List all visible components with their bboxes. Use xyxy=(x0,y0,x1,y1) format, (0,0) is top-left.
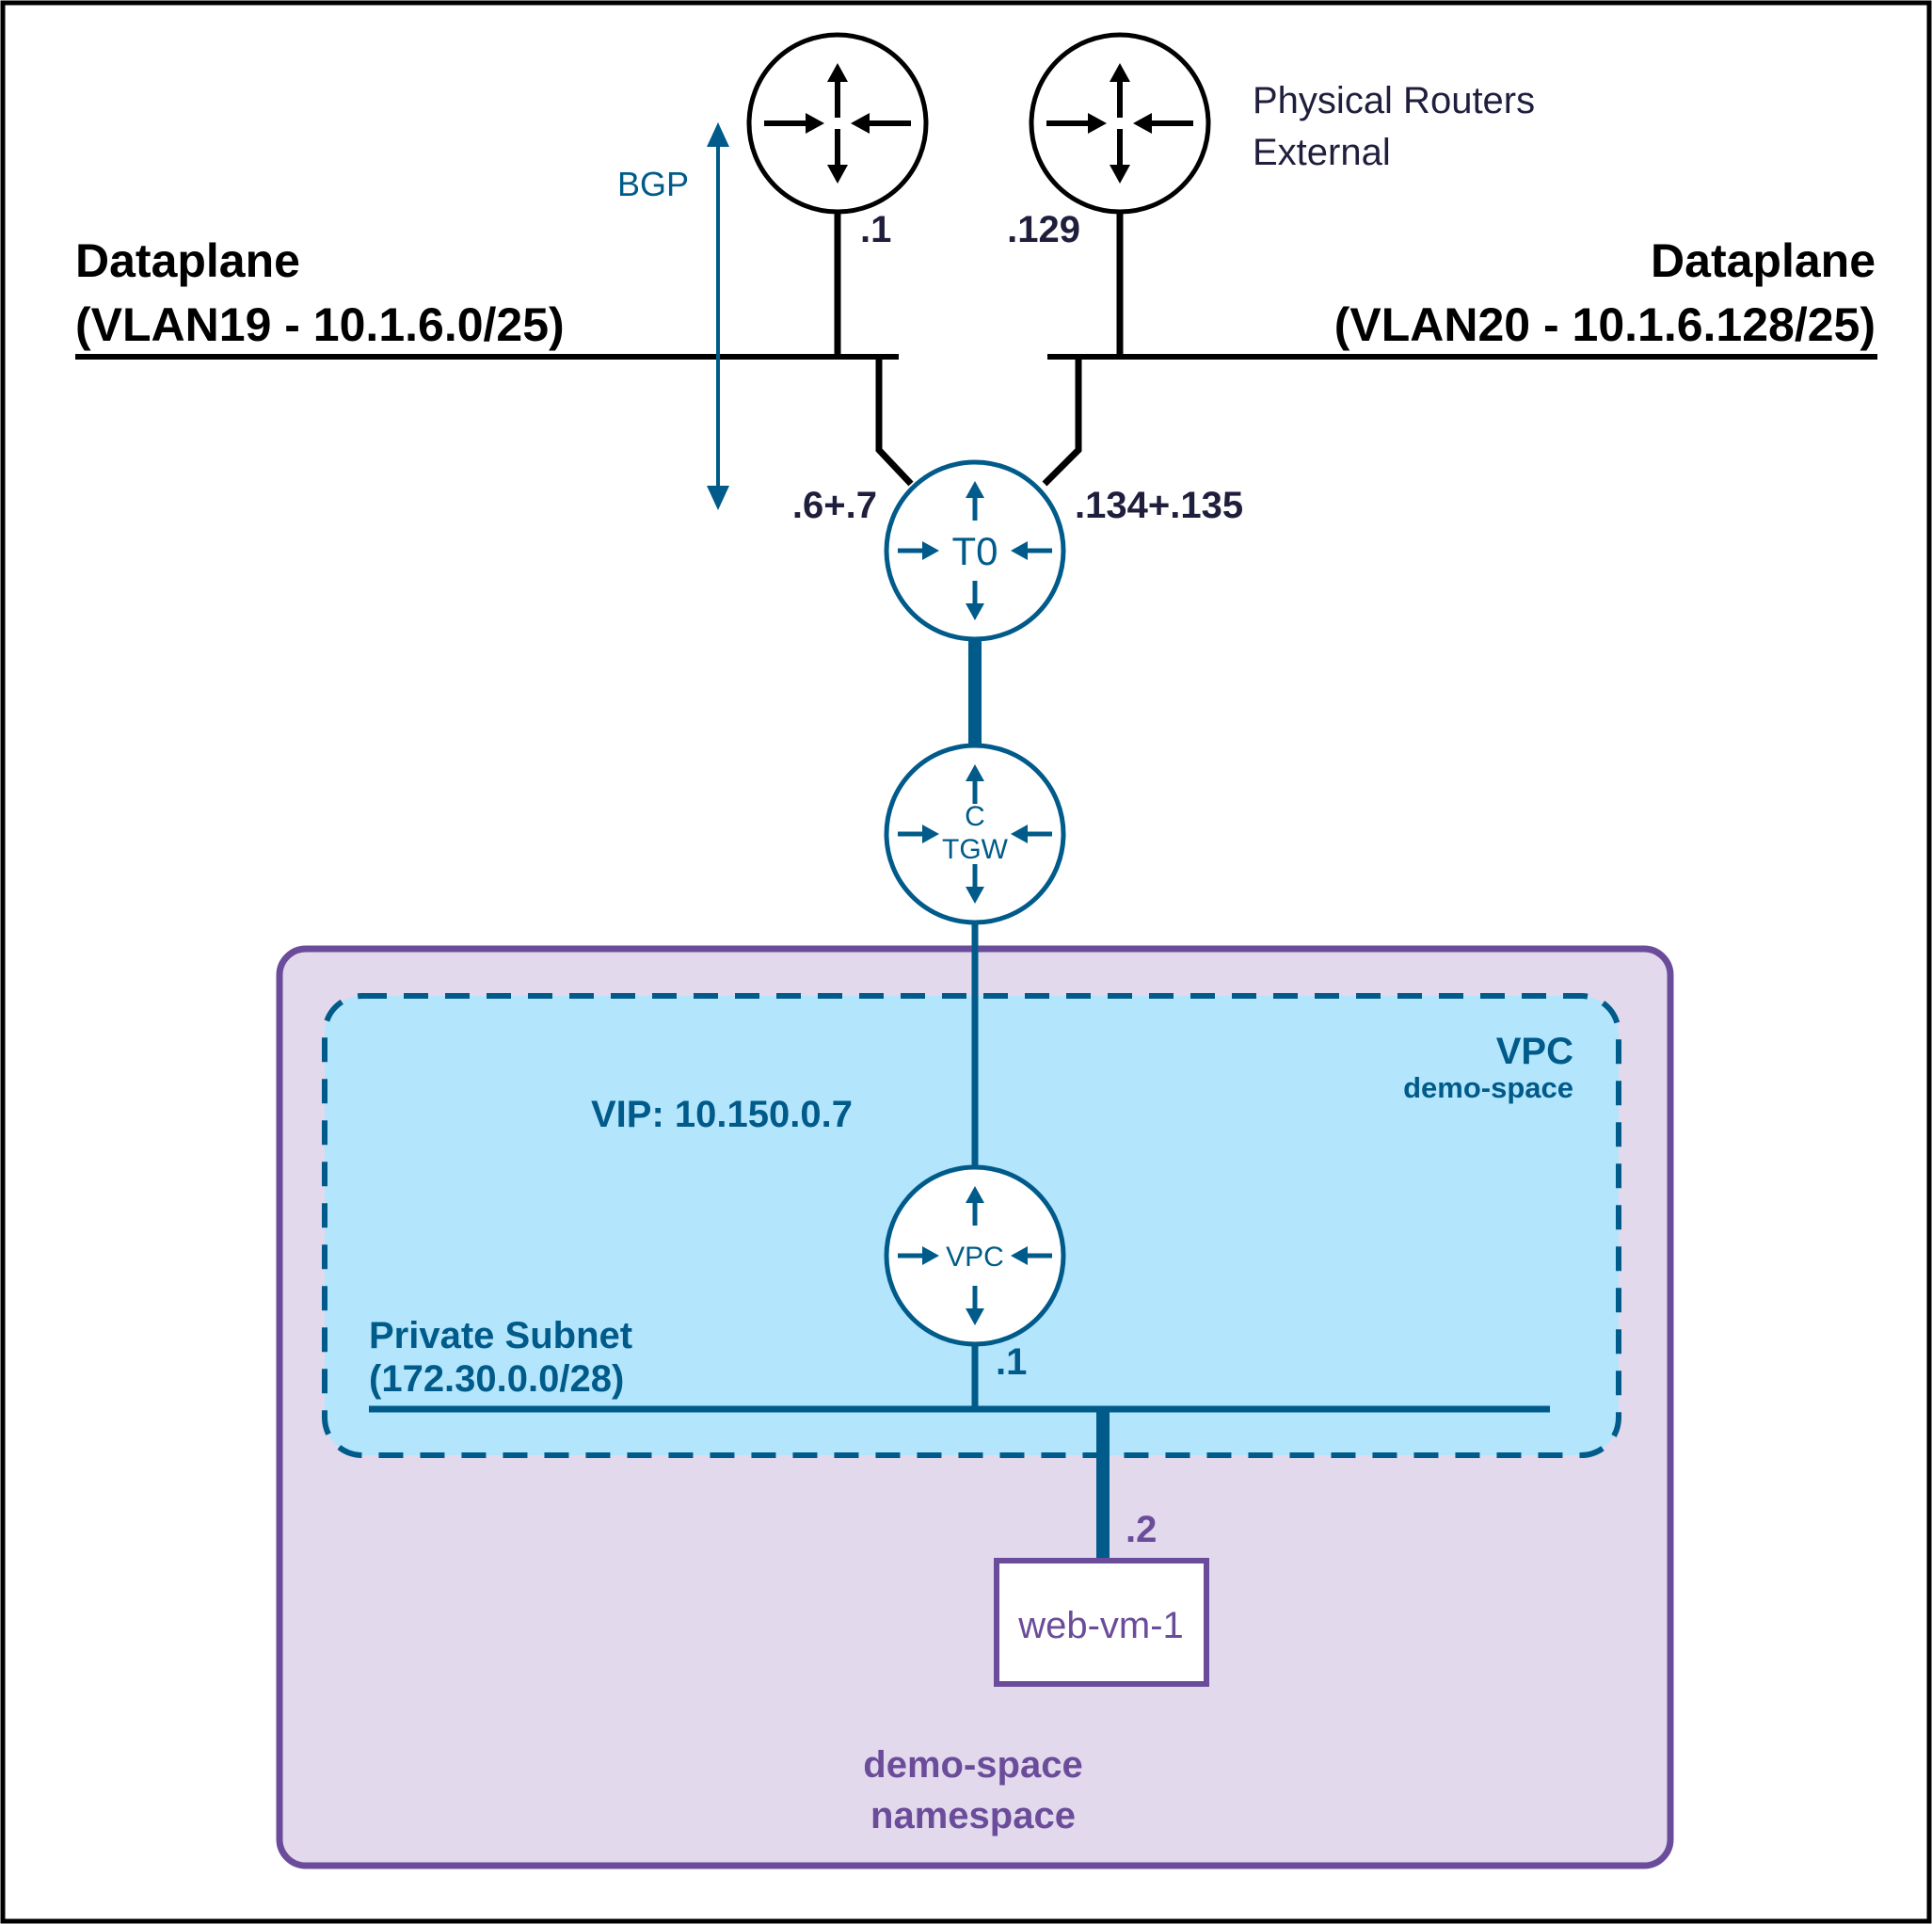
physical-router-1[interactable] xyxy=(746,32,929,215)
external-routers-label-line1: Physical Routers xyxy=(1253,80,1535,121)
router2-ip: .129 xyxy=(1007,209,1080,250)
vm-name: web-vm-1 xyxy=(1017,1605,1184,1646)
dataplane-right-title: Dataplane xyxy=(1651,234,1876,287)
vpc-title: VPC xyxy=(1496,1031,1573,1072)
vpc-router[interactable]: VPC xyxy=(884,1164,1066,1347)
vm-ip: .2 xyxy=(1126,1509,1157,1550)
t0-left-uplink xyxy=(875,357,914,487)
t0-right-ip: .134+.135 xyxy=(1075,485,1243,526)
bgp-label: BGP xyxy=(617,165,689,203)
t0-router[interactable]: T0 xyxy=(884,459,1066,642)
router1-ip: .1 xyxy=(860,209,891,250)
private-subnet-cidr: (172.30.0.0/28) xyxy=(369,1358,624,1400)
vm-web-vm-1[interactable]: web-vm-1 xyxy=(994,1558,1209,1687)
t0-right-uplink xyxy=(1042,357,1082,487)
vip-label: VIP: 10.150.0.7 xyxy=(591,1094,853,1135)
ctgw-label-line2: TGW xyxy=(942,834,1009,865)
dataplane-left-subnet: (VLAN19 - 10.1.6.0/25) xyxy=(75,298,565,351)
physical-router-2[interactable] xyxy=(1029,32,1211,215)
ctgw-label-line1: C xyxy=(965,801,985,832)
vpc-subtitle: demo-space xyxy=(1403,1071,1573,1104)
ctgw-router[interactable]: C TGW xyxy=(884,743,1066,925)
t0-left-ip: .6+.7 xyxy=(792,485,877,526)
subnet-gateway-ip: .1 xyxy=(996,1341,1027,1383)
private-subnet-title: Private Subnet xyxy=(369,1315,632,1356)
dataplane-right-subnet: (VLAN20 - 10.1.6.128/25) xyxy=(1334,298,1876,351)
t0-router-label: T0 xyxy=(951,529,998,573)
namespace-label-line1: demo-space xyxy=(863,1744,1082,1786)
vpc-router-label: VPC xyxy=(946,1242,1004,1273)
namespace-label-line2: namespace xyxy=(870,1795,1076,1836)
external-routers-label-line2: External xyxy=(1253,132,1391,173)
dataplane-left-title: Dataplane xyxy=(75,234,300,287)
bidirectional-arrow-icon xyxy=(707,122,729,510)
